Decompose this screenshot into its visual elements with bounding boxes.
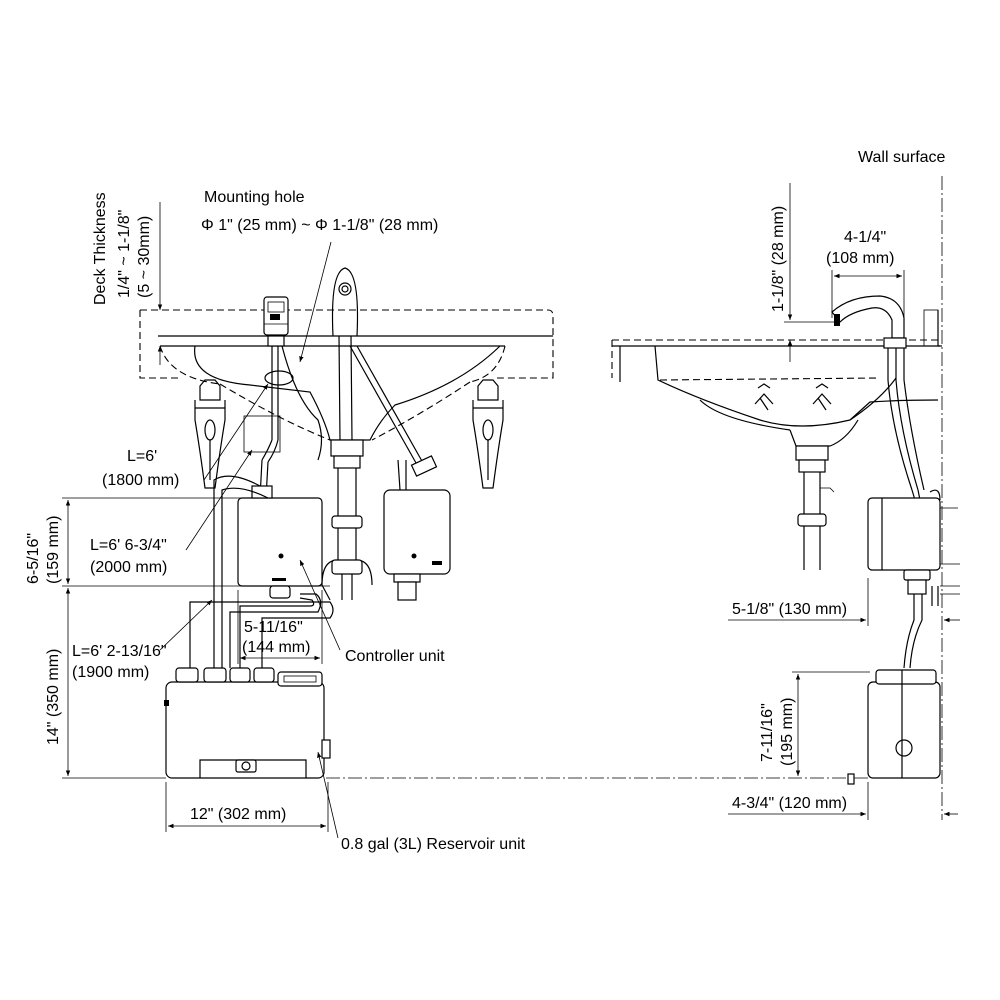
dim-108-label-a: 4-1/4" <box>844 229 886 246</box>
side-view <box>611 176 960 820</box>
cable-2000-label-a: L=6' 6-3/4" <box>90 537 167 554</box>
sink-deck <box>139 309 554 441</box>
dim-144-label-b: (144 mm) <box>242 639 310 656</box>
dim-302-label: 12" (302 mm) <box>190 806 286 823</box>
dim-144-label-a: 5-11/16" <box>244 619 303 636</box>
dim-108-label-b: (108 mm) <box>826 250 894 267</box>
mounting-hole-title: Mounting hole <box>204 189 305 206</box>
mounting-hole-size: Φ 1" (25 mm) ~ Φ 1-1/8" (28 mm) <box>201 217 438 234</box>
dim-159-label-b: (159 mm) <box>45 516 62 584</box>
dim-159-label-a: 6-5/16" <box>25 533 42 584</box>
controller-unit-label: Controller unit <box>345 648 445 665</box>
dim-120-label: 4-3/4" (120 mm) <box>732 795 847 812</box>
faucet-front <box>259 296 323 499</box>
cable-1800-label-b: (1800 mm) <box>102 472 179 489</box>
reservoir-unit-label: 0.8 gal (3L) Reservoir unit <box>341 836 526 853</box>
power-adapter-front <box>349 345 451 601</box>
dim-350-label: 14" (350 mm) <box>45 649 62 745</box>
angle-valve-left <box>194 379 226 489</box>
front-view <box>62 202 554 839</box>
cable-1800-label-a: L=6' <box>127 448 157 465</box>
controller-unit-side <box>867 489 960 669</box>
deck-thickness-label-1: Deck Thickness <box>92 192 109 305</box>
overflow-and-drain-front <box>321 267 373 601</box>
dim-130-label: 5-1/8" (130 mm) <box>732 601 847 618</box>
deck-thickness-label-2: 1/4" ~ 1-1/8" <box>116 210 133 298</box>
dim-195-label-a: 7-11/16" <box>759 703 776 762</box>
reservoir-unit-front <box>164 667 331 779</box>
dim-28-label: 1-1/8" (28 mm) <box>770 206 787 312</box>
dim-195-label-b: (195 mm) <box>779 698 796 766</box>
wall-surface-label: Wall surface <box>858 149 946 166</box>
cable-1900-label-a: L=6' 2-13/16" <box>72 643 167 660</box>
deck-thickness-label-3: (5 ~ 30mm) <box>136 216 153 298</box>
cable-2000-label-b: (2000 mm) <box>90 559 167 576</box>
reservoir-unit-side <box>847 669 941 785</box>
angle-valve-right <box>472 379 504 489</box>
cable-1900-label-b: (1900 mm) <box>72 664 149 681</box>
